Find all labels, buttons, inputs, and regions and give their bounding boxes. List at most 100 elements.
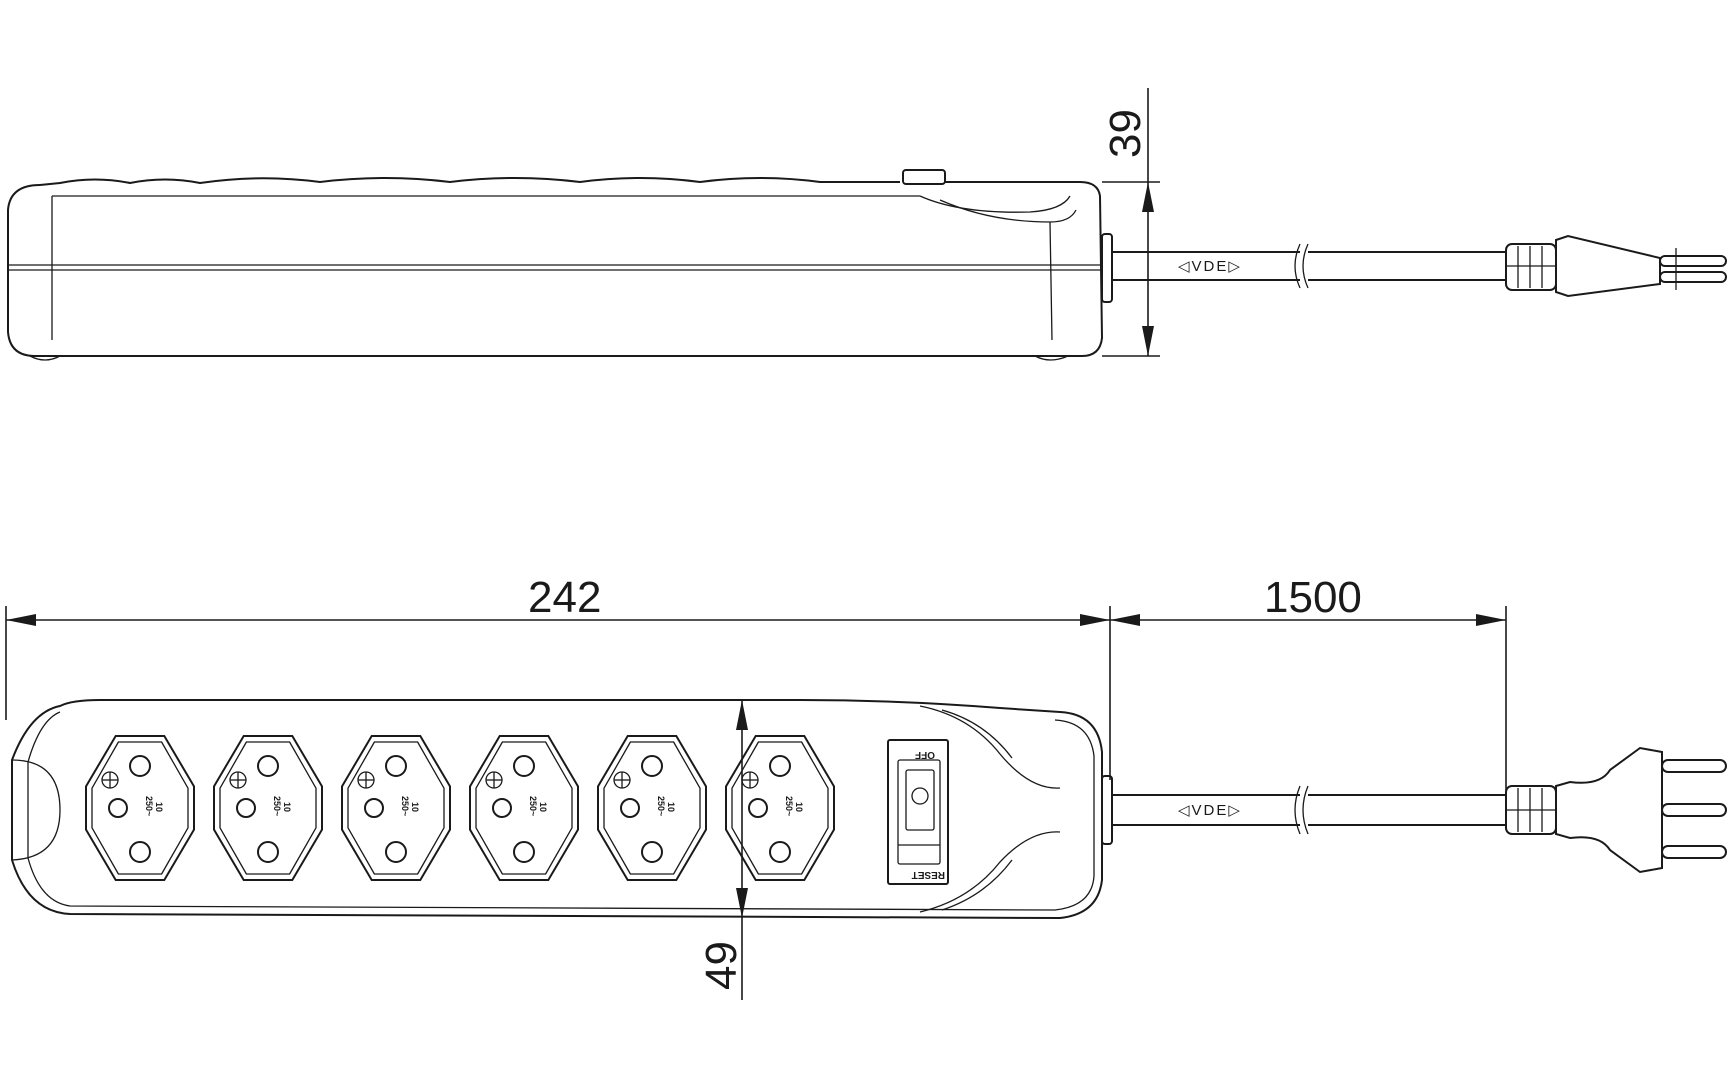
socket-hole-bottom [257,841,279,863]
socket-inner-outline [603,741,701,875]
socket-hole-bottom [129,841,151,863]
socket-rating-voltage: 250~ [144,796,154,816]
socket-rating-voltage: 250~ [656,796,666,816]
socket-hole-ground [108,798,128,818]
socket-rating-current: 10 [666,802,676,812]
socket-hole-top [385,755,407,777]
socket-rating-current: 10 [538,802,548,812]
socket-outline [213,735,323,881]
socket-rating-voltage: 250~ [400,796,410,816]
socket-hole-ground [492,798,512,818]
socket-inner-outline [731,741,829,875]
top-left-end [11,759,61,861]
side-plug-grip [1505,243,1557,291]
socket-hole-top [257,755,279,777]
switch-off-label: OFF [915,749,935,760]
switch-reset-label: RESET [912,869,945,880]
socket-outline [725,735,835,881]
socket-rating-voltage: 250~ [528,796,538,816]
socket-inner-outline [475,741,573,875]
top-plug-pin-3 [1661,845,1727,859]
socket-rating-current: 10 [794,802,804,812]
side-foot-left [29,355,61,361]
socket-rating-voltage: 250~ [784,796,794,816]
switch-rocker-face [905,769,935,831]
side-plug-body [1555,234,1661,298]
top-strain-relief [1101,775,1113,845]
top-plug-pin-1 [1661,759,1727,773]
socket-screw-icon [357,771,375,789]
socket-hole-ground [364,798,384,818]
side-plug-pin-1 [1659,255,1727,267]
dim-arrow-width-bottom [736,888,748,918]
top-cable-guard-upper [919,705,1061,789]
side-strain-relief [1101,233,1113,303]
socket-hole-top [513,755,535,777]
socket-outline [597,735,707,881]
top-cable-guard-lower-2 [941,859,1013,911]
socket-screw-icon [741,771,759,789]
top-plug-body [1555,746,1663,874]
switch-rocker [897,759,941,865]
side-switch-button [902,169,946,185]
dimension-width-top: 49 [697,700,748,1000]
socket-hole-bottom [385,841,407,863]
side-cable-guard-inner [939,199,1077,223]
dim-arrow-body-right [1080,614,1110,626]
socket-hole-bottom [769,841,791,863]
switch-indicator [911,787,929,805]
top-cable-break [1294,785,1301,835]
dim-arrow-cable-right [1476,614,1506,626]
socket-rating-current: 10 [282,802,292,812]
side-top-profile [39,177,900,186]
socket-screw-icon [101,771,119,789]
socket-screw-icon [485,771,503,789]
dim-arrow-width-top [736,700,748,730]
top-inner-outline [27,711,1095,911]
socket-rating-current: 10 [410,802,420,812]
side-cable-break-2 [1302,243,1309,289]
socket-outline [469,735,579,881]
dimension-length-label: 242 [528,573,601,622]
socket-screw-icon [229,771,247,789]
socket-outline [85,735,195,881]
top-plug-pin-2 [1661,803,1727,817]
socket-screw-icon [613,771,631,789]
dimension-cable-label: 1500 [1264,573,1362,622]
side-right-cap [1049,221,1053,341]
side-body-outline [7,181,1104,357]
socket-inner-outline [91,741,189,875]
top-cable-marking: ◁VDE▷ [1178,802,1242,819]
side-cable-marking: ◁VDE▷ [1178,258,1242,275]
dim-arrow-cable-left [1110,614,1140,626]
rocker-switch: OFF RESET [887,739,949,885]
socket-hole-bottom [641,841,663,863]
side-cable-guard [919,195,1071,213]
dim-arrow-bottom [1142,326,1154,356]
dimension-height-label: 39 [1101,109,1150,158]
dim-arrow-body-left [6,614,36,626]
dimension-length-body: 242 [5,573,1111,780]
socket-outline [341,735,451,881]
dimension-width-label: 49 [697,941,746,990]
socket-hole-ground [620,798,640,818]
dimension-height-side: 39 [1101,88,1160,357]
socket-inner-outline [219,741,317,875]
side-view: ◁VDE▷ [7,169,1727,361]
socket-hole-ground [236,798,256,818]
side-cable-break [1294,243,1301,289]
socket-rating-current: 10 [154,802,164,812]
side-foot-right [1034,355,1069,361]
side-plug-pin-2 [1659,271,1727,283]
top-cable-break-2 [1302,785,1309,835]
top-cable-guard-upper-2 [941,709,1013,759]
